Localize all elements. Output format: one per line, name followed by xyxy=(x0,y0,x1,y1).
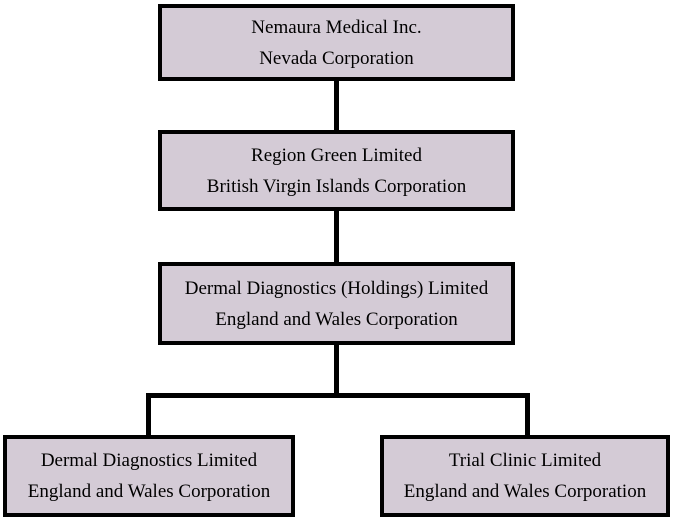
connector-branch-to-dermal-limited xyxy=(146,393,151,435)
connector-dermal-holdings-stem xyxy=(334,345,339,397)
org-node-trial-clinic: Trial Clinic Limited England and Wales C… xyxy=(380,435,670,517)
org-node-dermal-limited: Dermal Diagnostics Limited England and W… xyxy=(3,435,295,517)
connector-branch-bar xyxy=(146,393,530,398)
company-name: Dermal Diagnostics (Holdings) Limited xyxy=(184,277,489,299)
connector-region-green-to-dermal-holdings xyxy=(334,211,339,262)
company-jurisdiction: England and Wales Corporation xyxy=(27,481,271,502)
company-name: Dermal Diagnostics Limited xyxy=(40,450,258,471)
company-jurisdiction: British Virgin Islands Corporation xyxy=(206,175,467,197)
org-node-nemaura-medical: Nemaura Medical Inc. Nevada Corporation xyxy=(158,4,515,81)
company-jurisdiction: Nevada Corporation xyxy=(259,47,414,69)
connector-nemaura-to-region-green xyxy=(334,81,339,130)
company-name: Region Green Limited xyxy=(251,144,422,166)
company-jurisdiction: England and Wales Corporation xyxy=(215,308,458,330)
org-node-dermal-holdings: Dermal Diagnostics (Holdings) Limited En… xyxy=(158,262,515,345)
company-name: Trial Clinic Limited xyxy=(448,450,602,471)
company-jurisdiction: England and Wales Corporation xyxy=(403,481,647,502)
org-node-region-green: Region Green Limited British Virgin Isla… xyxy=(158,130,515,211)
company-name: Nemaura Medical Inc. xyxy=(251,16,422,38)
connector-branch-to-trial-clinic xyxy=(525,393,530,435)
